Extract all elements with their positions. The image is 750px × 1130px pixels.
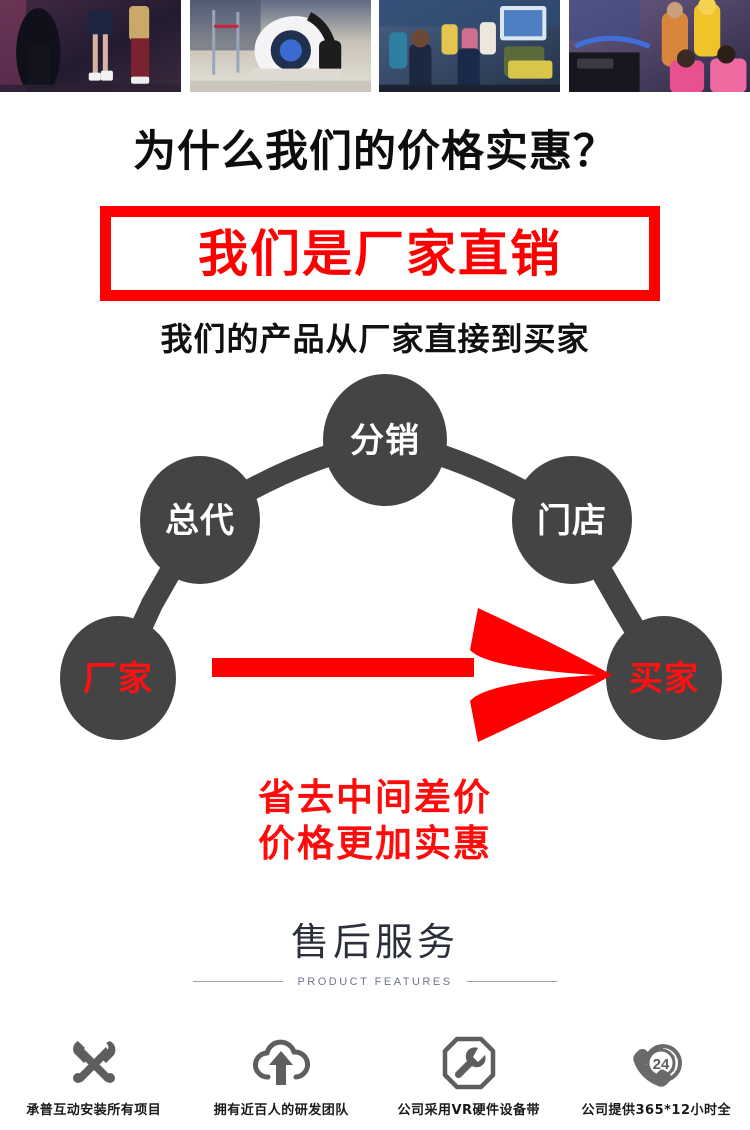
top-photo-strip	[0, 0, 750, 92]
feature-label: 公司采用VR硬件设备带	[397, 1103, 541, 1118]
node-buyer: 买家	[606, 616, 722, 740]
feature-item: 公司采用VR硬件设备带	[375, 1034, 563, 1130]
node-label-distributor: 分销	[350, 421, 420, 461]
gallery-photo	[189, 0, 372, 92]
svg-text:24: 24	[653, 1056, 670, 1073]
node-label-buyer: 买家	[629, 659, 699, 699]
feature-item: 承普互动安装所有项目	[0, 1034, 188, 1130]
savings-line-2: 价格更加实惠	[258, 822, 492, 865]
aftersales-title: 售后服务	[290, 920, 459, 964]
direct-sales-flow-diagram: 厂家 总代 分销 门店 买家	[0, 368, 750, 768]
node-label-store: 门店	[537, 501, 607, 541]
node-factory: 厂家	[60, 616, 176, 740]
badge-inner: 我们是厂家直销	[111, 217, 649, 290]
savings-line-1: 省去中间差价	[258, 776, 492, 819]
feature-item: 24 公司提供365*12小时全	[563, 1034, 750, 1130]
aftersales-section-header: 售后服务 PRODUCT FEATURES	[0, 920, 750, 988]
wrench-screwdriver-icon	[63, 1034, 125, 1092]
badge-label: 我们是厂家直销	[198, 224, 562, 283]
feature-label: 拥有近百人的研发团队	[213, 1103, 349, 1118]
page-headline: 为什么我们的价格实惠？	[133, 127, 617, 177]
feature-row: 承普互动安装所有项目 拥有近百人的研发团队 公司采用VR硬件设备带	[0, 1034, 750, 1130]
node-distributor: 分销	[323, 374, 447, 506]
node-label-general-agent: 总代	[165, 501, 235, 541]
factory-direct-badge: 我们是厂家直销	[100, 206, 660, 301]
divider-left	[193, 981, 284, 983]
feature-label: 承普互动安装所有项目	[26, 1103, 162, 1118]
gallery-photo	[568, 0, 750, 92]
node-label-factory: 厂家	[83, 659, 153, 699]
aftersales-english-label: PRODUCT FEATURES	[297, 975, 453, 988]
savings-callout: 省去中间差价 价格更加实惠	[0, 775, 750, 867]
divider-right	[466, 981, 557, 983]
gallery-photo	[379, 0, 561, 92]
aftersales-subtitle-row: PRODUCT FEATURES	[0, 976, 750, 988]
feature-item: 拥有近百人的研发团队	[188, 1034, 376, 1130]
page-subtitle: 我们的产品从厂家直接到买家	[160, 320, 590, 358]
spanner-square-icon	[438, 1034, 500, 1092]
cloud-upload-icon	[250, 1034, 312, 1092]
feature-label: 公司提供365*12小时全	[581, 1103, 732, 1118]
phone-24h-icon: 24	[625, 1034, 687, 1092]
node-store: 门店	[512, 456, 632, 584]
gallery-photo	[0, 0, 182, 92]
node-general-agent: 总代	[140, 456, 260, 584]
shortcut-arrow-icon	[212, 608, 612, 742]
